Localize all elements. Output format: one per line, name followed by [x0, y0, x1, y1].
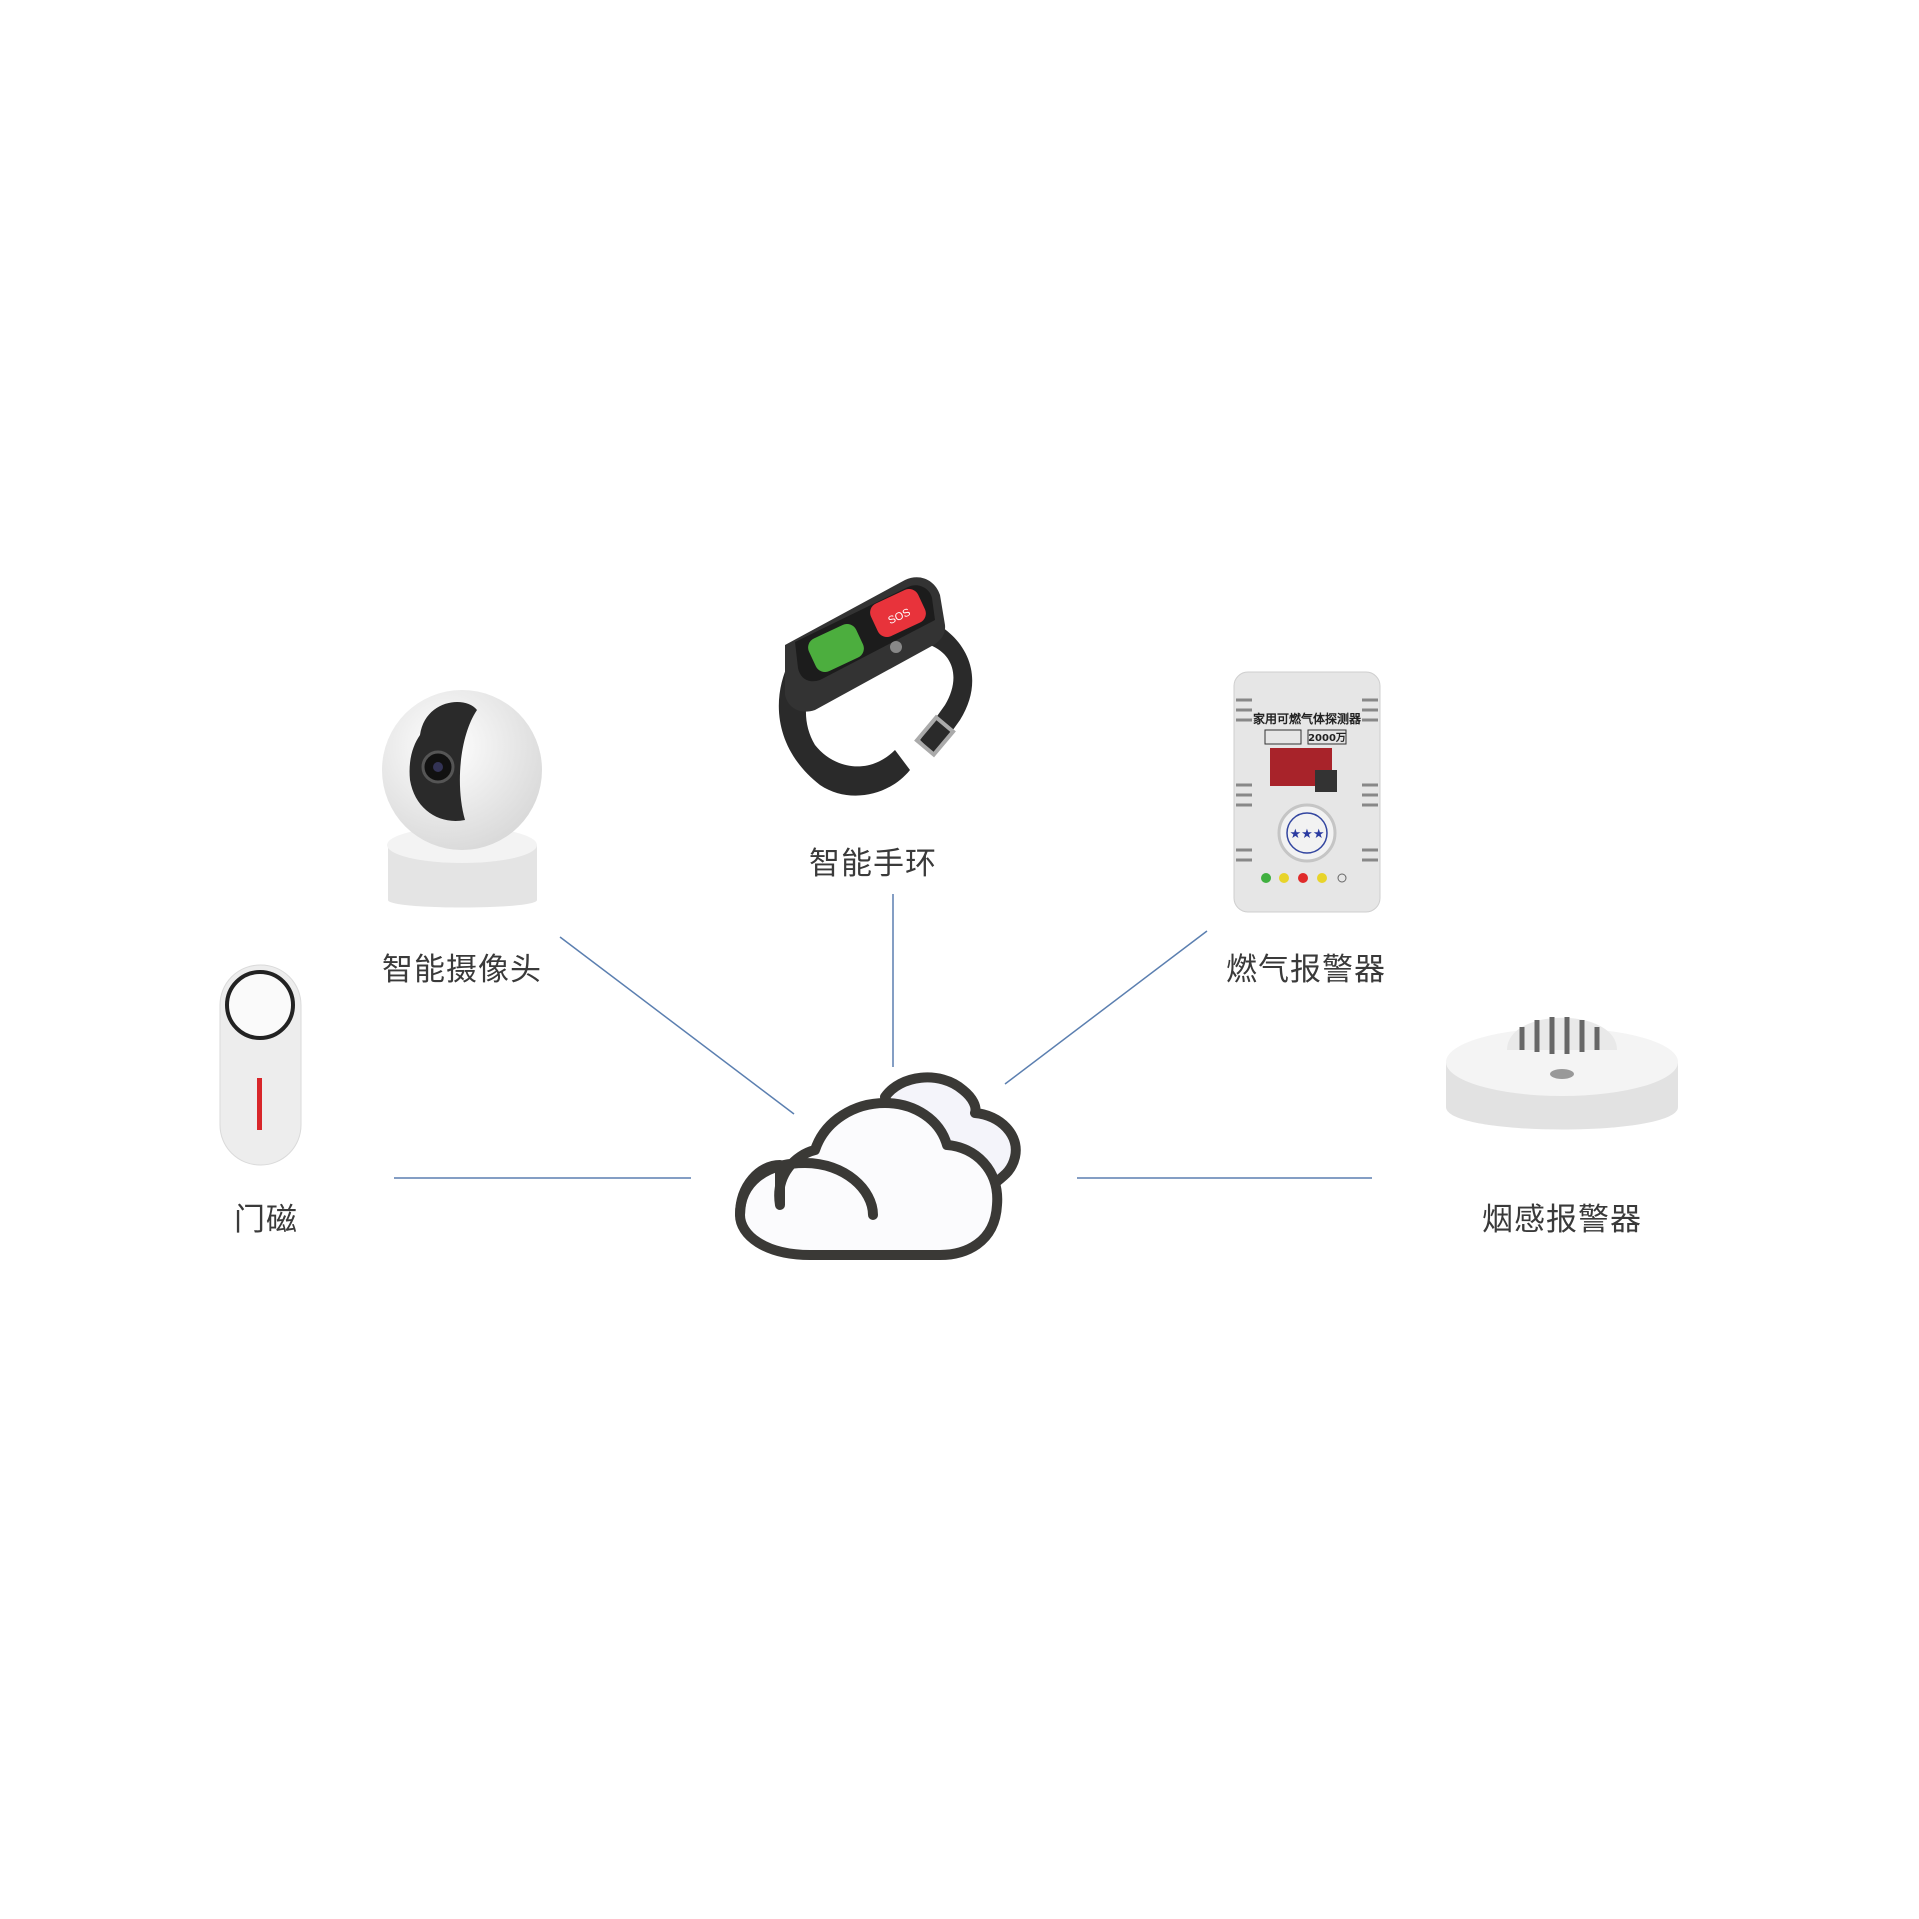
door-sensor-device	[218, 963, 303, 1168]
wristband-device: SOS	[760, 570, 980, 810]
camera-device	[380, 685, 545, 915]
voice-button	[808, 623, 864, 673]
smoke-alarm-label: 烟感报警器	[1482, 1202, 1642, 1238]
gas-alarm-device: 家用可燃气体探测器 2000万 ★★★	[1232, 670, 1382, 915]
gas-alarm-product-title: 家用可燃气体探测器	[1253, 711, 1362, 726]
gas-alarm-product-badge: 2000万	[1308, 732, 1346, 744]
gas-alarm-label: 燃气报警器	[1226, 952, 1386, 988]
sos-button	[870, 588, 926, 638]
svg-text:★★★: ★★★	[1290, 827, 1325, 842]
smoke-alarm-device	[1442, 992, 1682, 1147]
line-gas-cloud	[1004, 930, 1208, 1085]
door-sensor-label: 门磁	[234, 1202, 298, 1238]
line-camera-cloud	[559, 936, 795, 1115]
camera-label: 智能摄像头	[382, 952, 542, 988]
cloud-icon	[735, 1072, 1021, 1260]
wristband-label: 智能手环	[809, 846, 937, 882]
